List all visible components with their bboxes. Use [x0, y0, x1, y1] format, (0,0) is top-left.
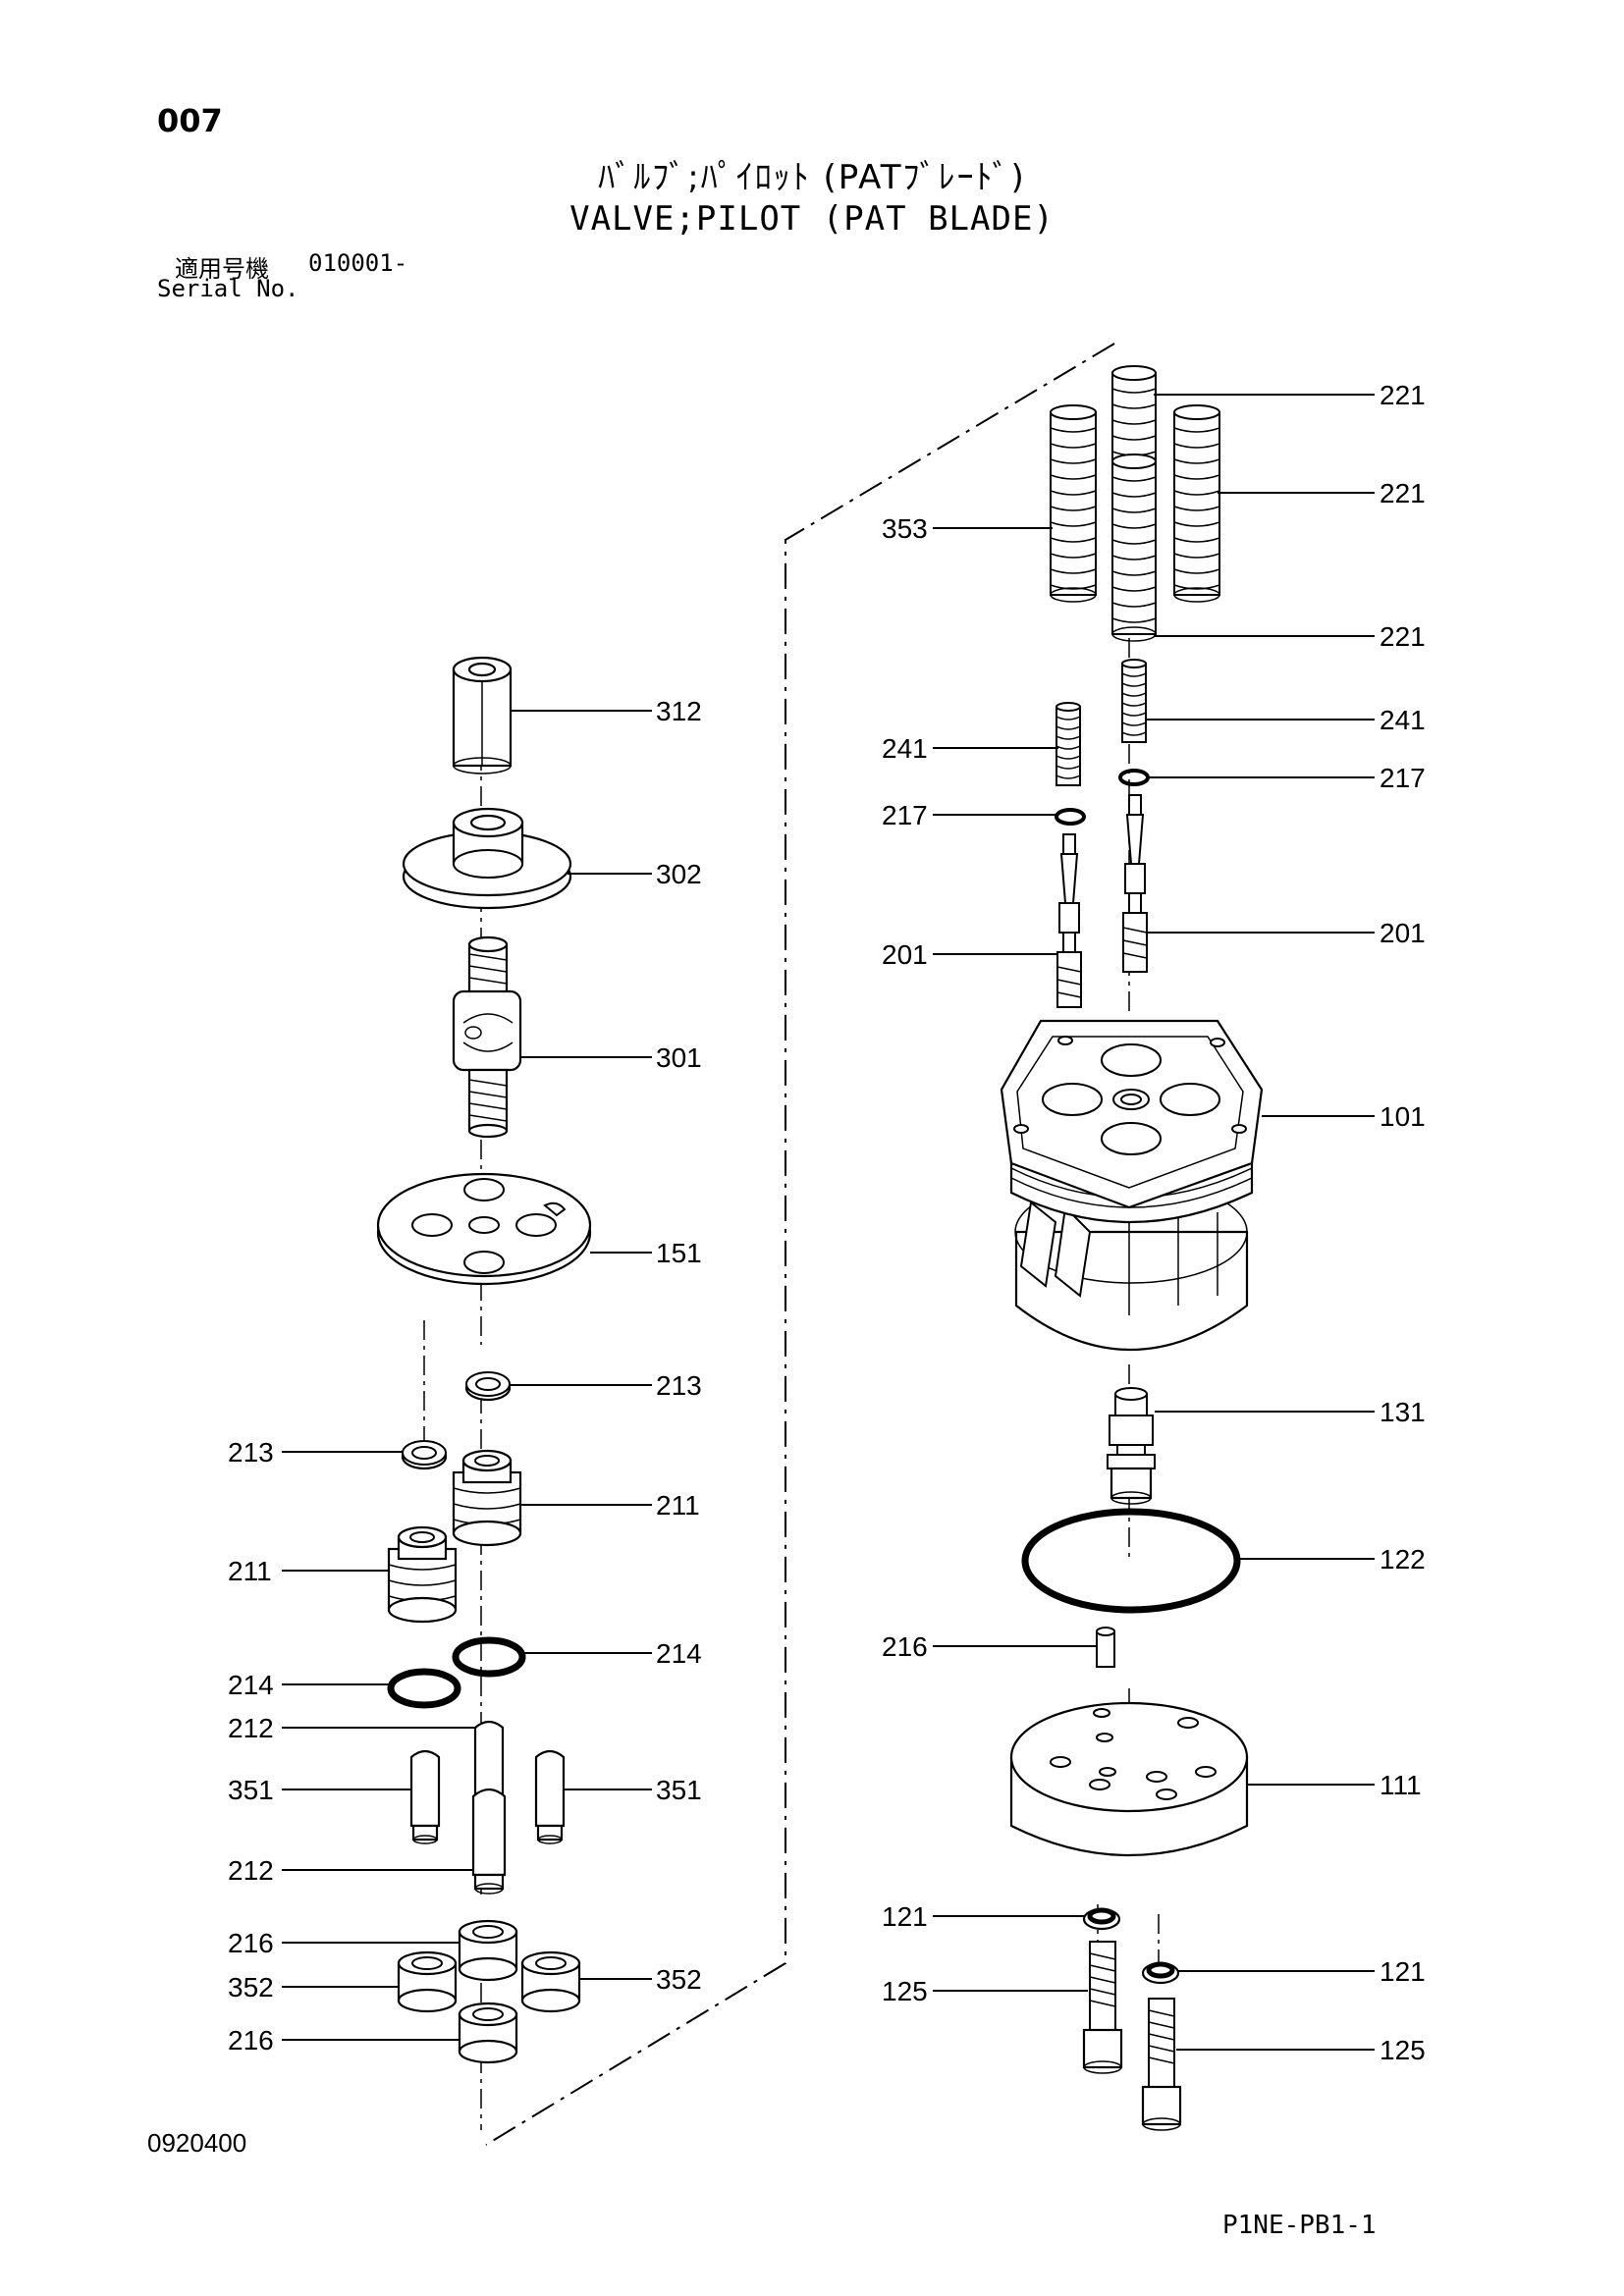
callout-121: 121: [882, 1901, 928, 1932]
callout-241: 241: [882, 733, 928, 764]
callout-352: 352: [228, 1972, 274, 2002]
callout-213: 213: [656, 1370, 702, 1401]
part-217-washer-left: [1055, 808, 1086, 826]
callout-122: 122: [1380, 1544, 1426, 1575]
page-number: 007: [157, 102, 223, 139]
part-151-plate: [376, 1172, 592, 1286]
part-351-spring-left: [409, 1749, 441, 1844]
part-201-spool-left: [1056, 833, 1082, 1008]
title-japanese: ﾊﾞﾙﾌﾞ;ﾊﾟｲﾛｯﾄ (PATﾌﾞﾚｰﾄﾞ): [598, 158, 1026, 197]
title-english: VALVE;PILOT (PAT BLADE): [569, 199, 1055, 239]
part-101-casing: [1000, 1019, 1264, 1351]
callout-351: 351: [656, 1775, 702, 1805]
callout-241: 241: [1380, 705, 1426, 735]
callout-125: 125: [1380, 2035, 1426, 2065]
callout-212: 212: [228, 1855, 274, 1886]
part-352-plug-left: [397, 1950, 458, 2013]
part-122-o-ring: [1021, 1508, 1241, 1614]
part-212-pin-bottom: [471, 1788, 507, 1895]
serial-label-english: Serial No.: [157, 275, 299, 302]
separator-line: [485, 343, 1115, 2146]
callout-221: 221: [1380, 621, 1426, 652]
part-213-ring-left: [401, 1440, 448, 1470]
part-216-plug-bottom: [458, 2002, 518, 2064]
part-211-seat-left: [387, 1525, 458, 1624]
callout-301: 301: [656, 1042, 702, 1073]
part-213-ring-right: [464, 1371, 512, 1402]
part-351-spring-right: [534, 1749, 566, 1844]
part-131-plunger: [1107, 1387, 1156, 1505]
callout-131: 131: [1380, 1397, 1426, 1427]
part-241-spring-right: [1121, 659, 1147, 743]
callout-151: 151: [656, 1238, 702, 1268]
callout-216: 216: [882, 1631, 928, 1662]
callout-353: 353: [882, 513, 928, 544]
callout-351: 351: [228, 1775, 274, 1805]
callout-302: 302: [656, 859, 702, 889]
part-217-washer-right: [1118, 769, 1150, 786]
part-216-pin: [1096, 1627, 1115, 1668]
callout-211: 211: [656, 1490, 700, 1521]
serial-value: 010001-: [308, 249, 408, 277]
part-221-spring-right: [1173, 404, 1220, 603]
callout-221: 221: [1380, 380, 1426, 410]
callout-312: 312: [656, 696, 702, 726]
part-216-plug-top: [458, 1919, 518, 1982]
callout-201: 201: [1380, 918, 1426, 948]
callout-217: 217: [1380, 763, 1426, 793]
callout-216: 216: [228, 1928, 274, 1958]
part-221-spring-front: [1111, 454, 1157, 642]
callout-221: 221: [1380, 478, 1426, 508]
callout-217: 217: [882, 800, 928, 830]
callout-201: 201: [882, 939, 928, 970]
part-312-hex-nut: [452, 656, 513, 774]
part-211-seat-right: [452, 1449, 522, 1547]
part-121-washer-left: [1082, 1907, 1121, 1931]
part-353-spring-left: [1050, 404, 1097, 603]
part-125-bolt-right: [1141, 1998, 1182, 2131]
callout-214: 214: [228, 1670, 274, 1700]
callout-111: 111: [1380, 1770, 1422, 1800]
part-214-o-ring-left: [387, 1668, 461, 1709]
part-214-o-ring-right: [452, 1636, 526, 1678]
sheet-code: P1NE-PB1-1: [1222, 2211, 1377, 2240]
callout-214: 214: [656, 1638, 702, 1669]
serial-label-japanese: 適用号機: [175, 255, 269, 283]
part-201-spool-right: [1122, 794, 1148, 973]
part-302-cap-plate: [402, 807, 572, 910]
part-125-bolt-left: [1082, 1941, 1123, 2074]
callout-101: 101: [1380, 1101, 1426, 1132]
part-301-universal-joint: [452, 935, 522, 1139]
callout-216: 216: [228, 2025, 274, 2056]
part-241-spring-left: [1056, 702, 1081, 786]
part-111-base-plate: [1009, 1701, 1249, 1856]
part-121-washer-right: [1141, 1961, 1180, 1985]
callout-212: 212: [228, 1713, 274, 1743]
callout-125: 125: [882, 1976, 928, 2006]
callout-213: 213: [228, 1437, 274, 1468]
part-352-plug-right: [520, 1950, 581, 2013]
callout-211: 211: [228, 1556, 272, 1586]
callout-352: 352: [656, 1964, 702, 1995]
callout-121: 121: [1380, 1956, 1426, 1987]
leader-lines: [282, 394, 1375, 2051]
drawing-number: 0920400: [147, 2128, 247, 2158]
